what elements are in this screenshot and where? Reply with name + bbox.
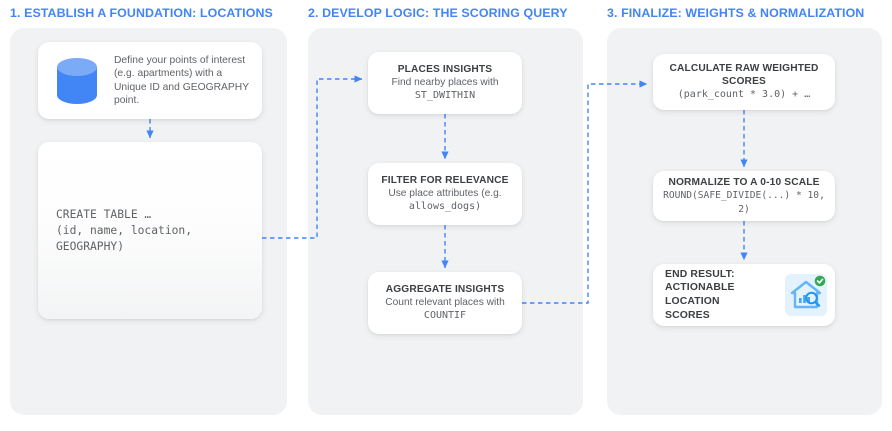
card-end-result-title-line-1: END RESULT: xyxy=(665,268,735,280)
create-table-line-1: CREATE TABLE … xyxy=(56,207,152,221)
card-normalize-scale-title: NORMALIZE TO A 0-10 SCALE xyxy=(668,176,820,188)
card-places-insights-subtitle: Find nearby places with xyxy=(391,76,499,88)
card-places-insights[interactable]: PLACES INSIGHTS Find nearby places with … xyxy=(368,52,522,114)
card-aggregate-insights-code: COUNTIF xyxy=(423,310,467,322)
card-end-result-title-line-2: ACTIONABLE LOCATION xyxy=(665,282,735,307)
card-places-insights-title: PLACES INSIGHTS xyxy=(397,63,493,75)
column-title-3: 3. FINALIZE: WEIGHTS & NORMALIZATION xyxy=(607,6,865,20)
create-table-line-2: (id, name, location, xyxy=(56,223,193,237)
card-create-table[interactable]: CREATE TABLE … (id, name, location, GEOG… xyxy=(38,142,262,319)
card-end-result-title-line-3: SCORES xyxy=(665,309,710,321)
column-title-2: 2. DEVELOP LOGIC: THE SCORING QUERY xyxy=(308,6,568,20)
card-aggregate-insights-subtitle: Count relevant places with xyxy=(385,296,505,308)
card-calculate-raw-scores-title-line-2: SCORES xyxy=(722,76,766,87)
card-aggregate-insights[interactable]: AGGREGATE INSIGHTS Count relevant places… xyxy=(368,272,522,334)
column-title-1: 1. ESTABLISH A FOUNDATION: LOCATIONS xyxy=(10,6,273,20)
card-calculate-raw-scores-code: (park_count * 3.0) + … xyxy=(677,89,811,100)
card-filter-relevance-title: FILTER FOR RELEVANCE xyxy=(381,174,509,186)
card-filter-relevance-code: allows_dogs) xyxy=(408,201,482,213)
database-cylinder-icon xyxy=(52,55,102,107)
card-end-result[interactable]: END RESULT: ACTIONABLE LOCATION SCORES xyxy=(653,264,835,326)
house-analytics-search-icon xyxy=(785,274,827,316)
card-filter-relevance-subtitle: Use place attributes (e.g. xyxy=(388,187,502,199)
card-normalize-scale[interactable]: NORMALIZE TO A 0-10 SCALE ROUND(SAFE_DIV… xyxy=(653,171,835,221)
card-aggregate-insights-title: AGGREGATE INSIGHTS xyxy=(385,283,505,295)
card-calculate-raw-scores-title-line-1: CALCULATE RAW WEIGHTED xyxy=(669,63,819,74)
card-normalize-scale-code: ROUND(SAFE_DIVIDE(...) * 10, 2) xyxy=(663,189,825,215)
create-table-line-3: GEOGRAPHY) xyxy=(56,239,125,253)
card-define-locations[interactable]: Define your points of interest (e.g. apa… xyxy=(38,42,262,119)
card-places-insights-code: ST_DWITHIN xyxy=(414,90,476,102)
card-filter-relevance[interactable]: FILTER FOR RELEVANCE Use place attribute… xyxy=(368,163,522,225)
card-define-locations-body: Define your points of interest (e.g. apa… xyxy=(114,55,249,106)
card-calculate-raw-scores[interactable]: CALCULATE RAW WEIGHTED SCORES (park_coun… xyxy=(653,54,835,110)
